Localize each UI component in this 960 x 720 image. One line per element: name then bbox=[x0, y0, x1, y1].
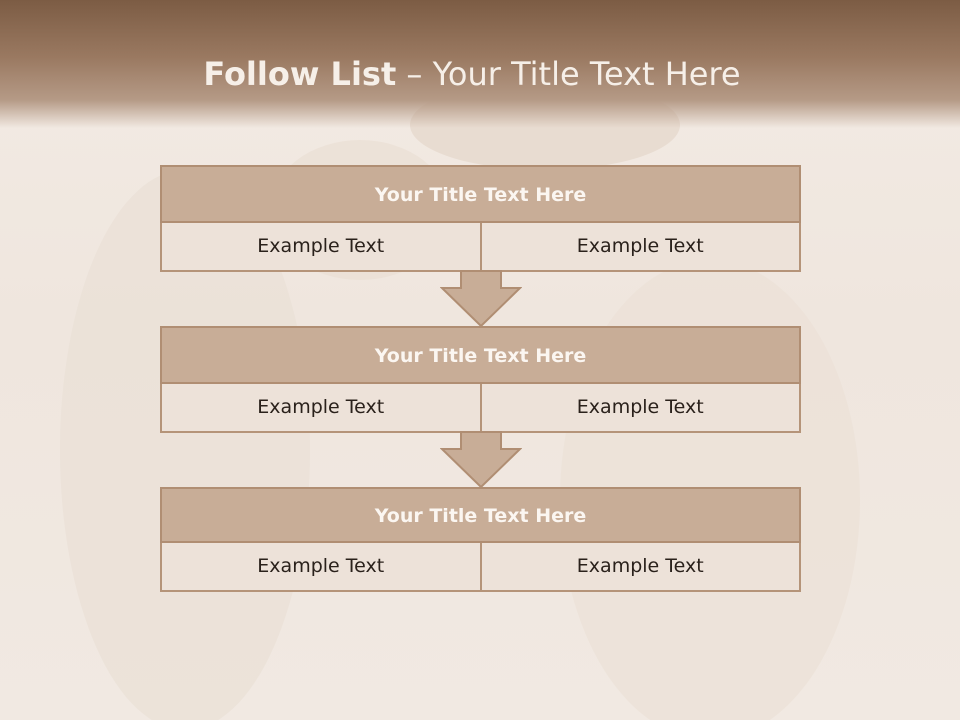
header-band bbox=[0, 0, 960, 128]
step-cell-right: Example Text bbox=[481, 223, 801, 272]
step-row: Example Text Example Text bbox=[160, 223, 801, 272]
step-row: Example Text Example Text bbox=[160, 384, 801, 433]
step-box-1: Your Title Text Here Example Text Exampl… bbox=[160, 165, 801, 272]
step-cell-left: Example Text bbox=[160, 223, 482, 272]
slide-title-bold: Follow List bbox=[203, 55, 397, 93]
step-cell-left: Example Text bbox=[160, 384, 482, 433]
down-arrow-icon bbox=[440, 270, 522, 328]
step-title: Your Title Text Here bbox=[160, 326, 801, 384]
step-cell-right: Example Text bbox=[481, 384, 801, 433]
step-row: Example Text Example Text bbox=[160, 543, 801, 592]
step-title: Your Title Text Here bbox=[160, 487, 801, 543]
step-title: Your Title Text Here bbox=[160, 165, 801, 223]
slide-title: Follow List – Your Title Text Here bbox=[0, 55, 944, 93]
step-cell-left: Example Text bbox=[160, 543, 482, 592]
step-box-3: Your Title Text Here Example Text Exampl… bbox=[160, 487, 801, 592]
down-arrow-icon bbox=[440, 431, 522, 489]
step-box-2: Your Title Text Here Example Text Exampl… bbox=[160, 326, 801, 433]
step-cell-right: Example Text bbox=[481, 543, 801, 592]
slide-title-rest: – Your Title Text Here bbox=[396, 55, 741, 93]
